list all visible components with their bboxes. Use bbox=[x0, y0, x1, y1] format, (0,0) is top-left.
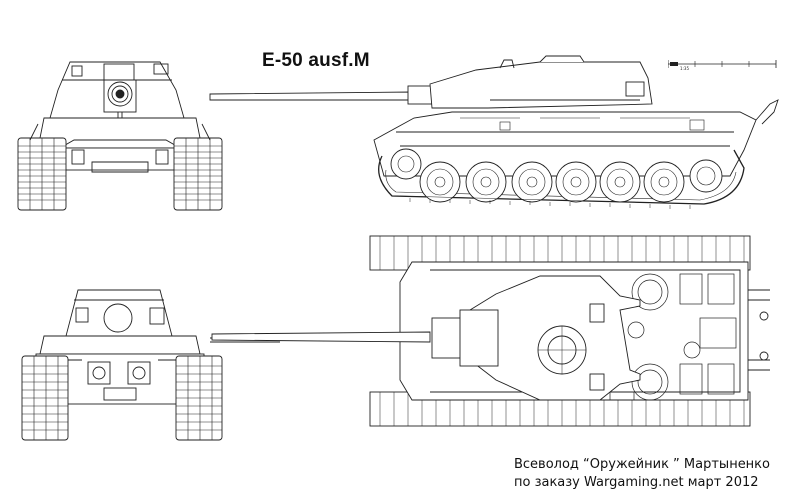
credit-commission-line: по заказу Wargaming.net март 2012 bbox=[513, 475, 759, 490]
credits-block: Всеволод “Оружейник ” Мартыненко по зака… bbox=[514, 456, 770, 492]
credit-author-line: Всеволод “Оружейник ” Мартыненко bbox=[513, 457, 770, 472]
drawing-title: E-50 ausf.M bbox=[262, 50, 370, 71]
scale-bar: 1:35 bbox=[668, 60, 777, 71]
scale-label: 1:35 bbox=[680, 66, 689, 71]
